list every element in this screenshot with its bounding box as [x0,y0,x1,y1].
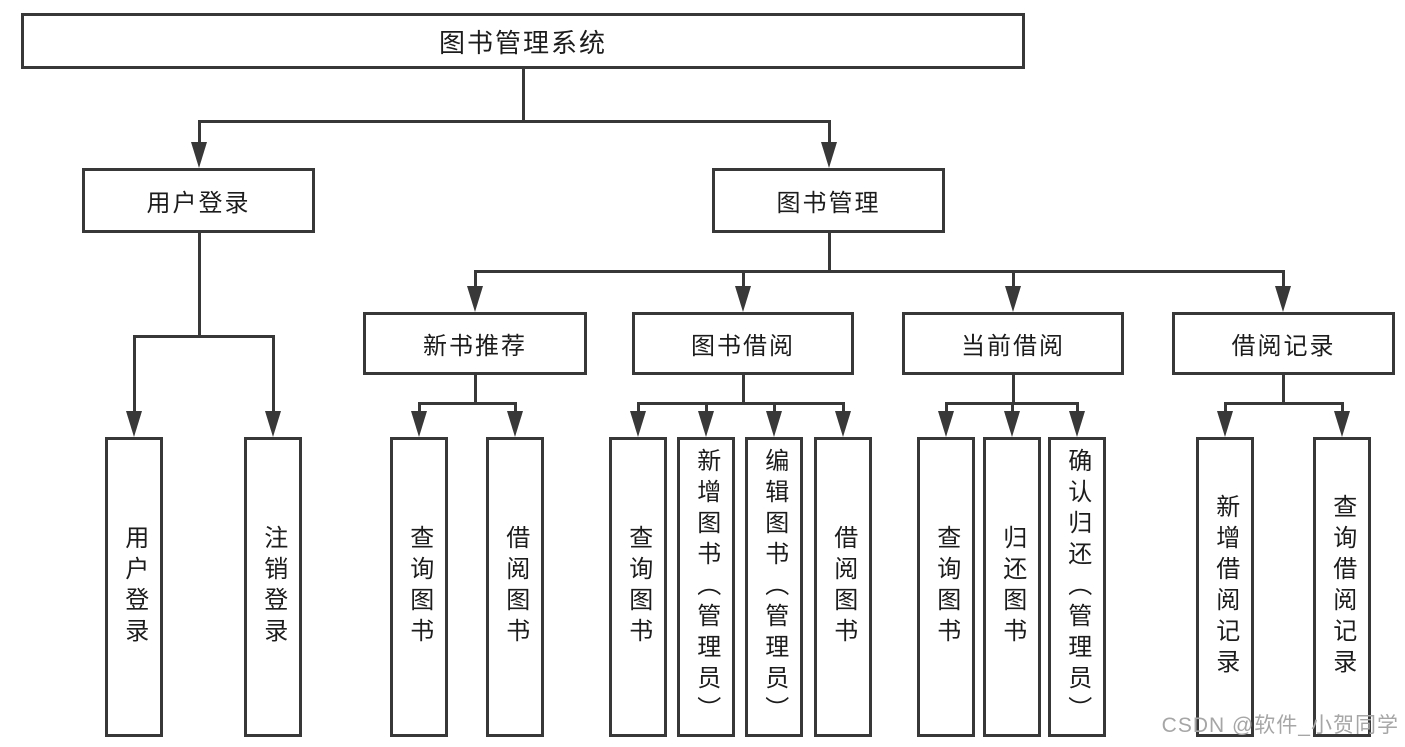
connector-line-vertical [1012,375,1015,405]
leaf-borrowing-query-books-label: 查询图书 [624,525,652,649]
connector-arrow-stem [418,402,421,413]
arrow-down-icon [507,411,523,437]
connector-line-vertical [198,233,201,338]
connector-arrow-stem [637,402,640,413]
leaf-records-add-record-label: 新增借阅记录 [1211,494,1239,680]
connector-arrow-stem [514,402,517,413]
leaf-login-logout: 注销登录 [244,437,302,737]
connector-arrow-stem [133,335,136,413]
leaf-borrowing-add-books-label: 新增图书（管理员） [692,447,720,727]
arrow-down-icon [698,411,714,437]
connector-line-horizontal [637,402,844,405]
leaf-recommend-query-books: 查询图书 [390,437,448,737]
arrow-down-icon [265,411,281,437]
arrow-down-icon [735,286,751,312]
connector-arrow-stem [1011,402,1014,413]
arrow-down-icon [126,411,142,437]
connector-arrow-stem [705,402,708,413]
leaf-recommend-query-books-label: 查询图书 [405,525,433,649]
leaf-current-return-books: 归还图书 [983,437,1041,737]
arrow-down-icon [411,411,427,437]
arrow-down-icon [467,286,483,312]
leaf-current-query-books: 查询图书 [917,437,975,737]
node-borrowing-records: 借阅记录 [1172,312,1395,375]
leaf-login-user-login: 用户登录 [105,437,163,737]
node-book-management-label: 图书管理 [776,190,881,217]
connector-line-horizontal [1224,402,1343,405]
leaf-borrowing-edit-books: 编辑图书（管理员） [745,437,803,737]
connector-line-horizontal [133,335,274,338]
connector-arrow-stem [1012,270,1015,288]
connector-arrow-stem [1224,402,1227,413]
connector-line-horizontal [474,270,1284,273]
arrow-down-icon [1334,411,1350,437]
leaf-borrowing-edit-books-label: 编辑图书（管理员） [760,447,788,727]
arrow-down-icon [1004,411,1020,437]
node-user-login-label: 用户登录 [146,190,251,217]
connector-arrow-stem [742,270,745,288]
arrow-down-icon [630,411,646,437]
connector-arrow-stem [773,402,776,413]
node-book-management: 图书管理 [712,168,945,233]
connector-line-vertical [1282,375,1285,405]
connector-line-vertical [522,68,525,123]
arrow-down-icon [1275,286,1291,312]
leaf-recommend-borrow-books-label: 借阅图书 [501,525,529,649]
leaf-recommend-borrow-books: 借阅图书 [486,437,544,737]
connector-line-vertical [474,375,477,405]
node-new-book-recommend-label: 新书推荐 [423,333,527,360]
node-borrowing-records-label: 借阅记录 [1231,333,1336,360]
node-root: 图书管理系统 [21,13,1025,69]
leaf-current-confirm-return-label: 确认归还（管理员） [1063,447,1091,727]
connector-arrow-stem [474,270,477,288]
node-new-book-recommend: 新书推荐 [363,312,587,375]
leaf-borrowing-query-books: 查询图书 [609,437,667,737]
leaf-records-add-record: 新增借阅记录 [1196,437,1254,737]
leaf-login-user-login-label: 用户登录 [120,525,148,649]
node-root-label: 图书管理系统 [438,27,607,58]
arrow-down-icon [821,142,837,168]
arrow-down-icon [1005,286,1021,312]
connector-arrow-stem [1076,402,1079,413]
leaf-current-return-books-label: 归还图书 [998,525,1026,649]
connector-line-vertical [828,233,831,273]
connector-arrow-stem [198,120,201,144]
arrow-down-icon [766,411,782,437]
arrow-down-icon [1217,411,1233,437]
connector-arrow-stem [1282,270,1285,288]
connector-line-horizontal [418,402,516,405]
node-current-borrowing-label: 当前借阅 [961,333,1065,360]
connector-arrow-stem [1341,402,1344,413]
leaf-borrowing-add-books: 新增图书（管理员） [677,437,735,737]
arrow-down-icon [938,411,954,437]
connector-arrow-stem [842,402,845,413]
leaf-current-query-books-label: 查询图书 [932,525,960,649]
node-book-borrowing-label: 图书借阅 [691,333,795,360]
arrow-down-icon [191,142,207,168]
node-book-borrowing: 图书借阅 [632,312,854,375]
connector-arrow-stem [828,120,831,144]
node-user-login: 用户登录 [82,168,315,233]
leaf-borrowing-borrow-books-label: 借阅图书 [829,525,857,649]
leaf-borrowing-borrow-books: 借阅图书 [814,437,872,737]
leaf-current-confirm-return: 确认归还（管理员） [1048,437,1106,737]
arrow-down-icon [1069,411,1085,437]
connector-line-horizontal [198,120,830,123]
leaf-login-logout-label: 注销登录 [259,525,287,649]
connector-line-vertical [742,375,745,405]
arrow-down-icon [835,411,851,437]
connector-arrow-stem [945,402,948,413]
node-current-borrowing: 当前借阅 [902,312,1124,375]
leaf-records-query-record: 查询借阅记录 [1313,437,1371,737]
leaf-records-query-record-label: 查询借阅记录 [1328,494,1356,680]
connector-arrow-stem [272,335,275,413]
